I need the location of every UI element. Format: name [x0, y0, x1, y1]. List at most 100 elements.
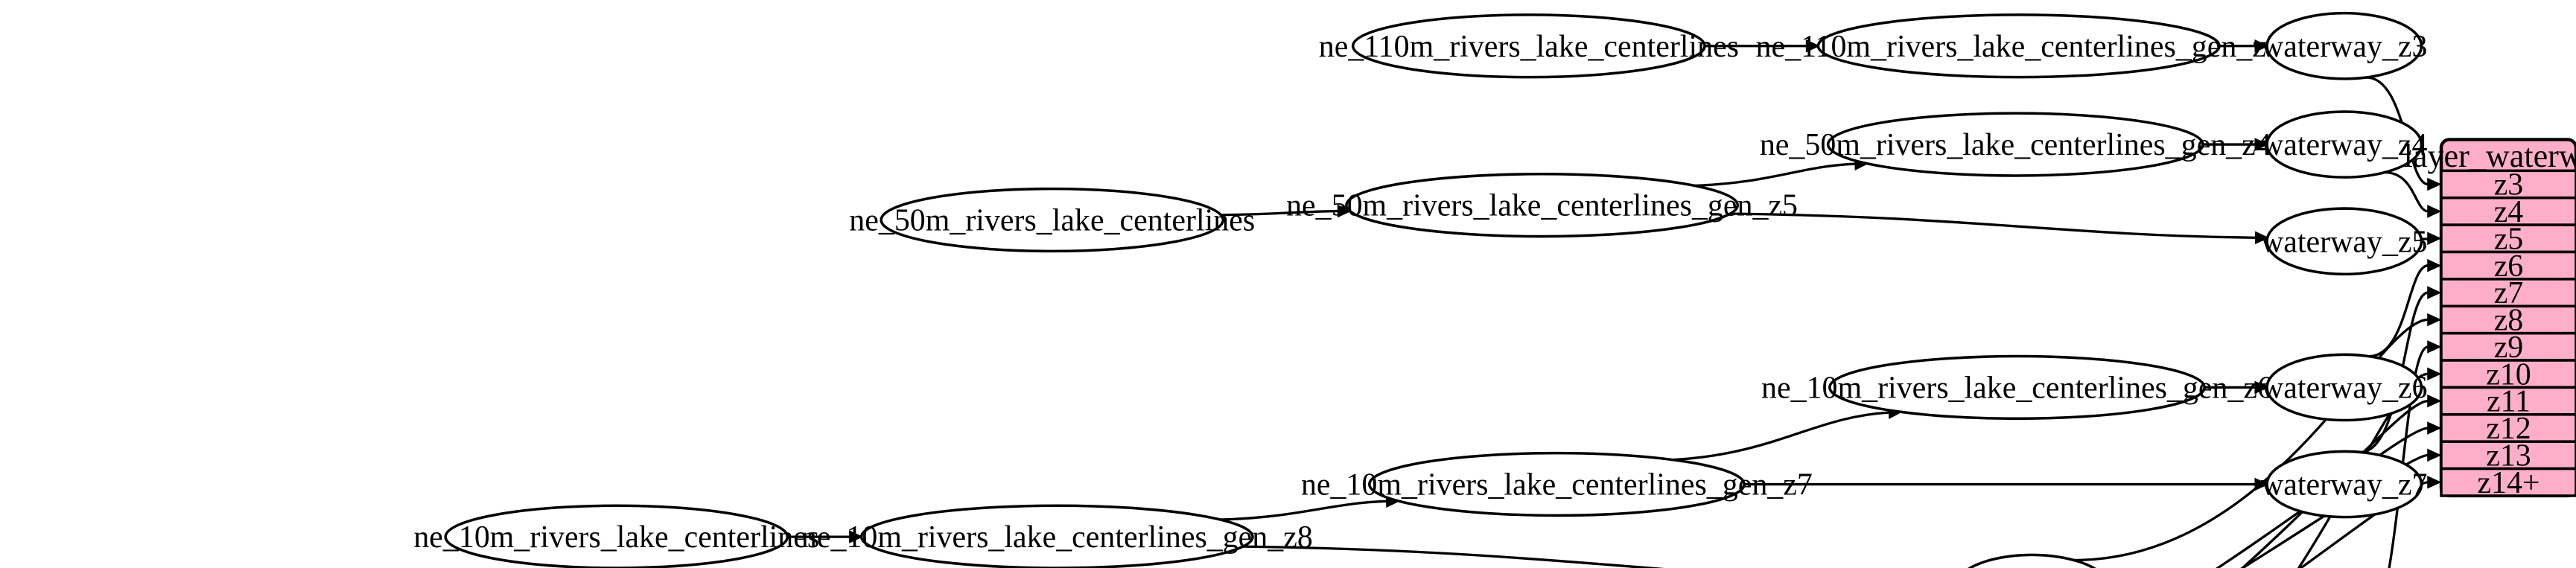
edge-ne_10m_rivers_lake_centerlines_gen_z7-to-ne_10m_rivers_lake_centerlines_gen_z6 — [1673, 406, 1904, 462]
table-cell-label-z5: z5 — [2494, 222, 2524, 256]
table-cell-label-z12: z12 — [2486, 412, 2531, 446]
table-row-z3[interactable] — [2440, 169, 2576, 200]
node-ne_10m_rivers_lake_centerlines_gen_z7[interactable]: ne_10m_rivers_lake_centerlines_gen_z7 — [1301, 451, 1813, 517]
edge-arrowhead — [2427, 421, 2442, 435]
table-row-z12[interactable] — [2440, 413, 2576, 443]
node-shape-ellipse[interactable] — [1955, 553, 2109, 568]
table-row-z10[interactable] — [2440, 359, 2576, 389]
node-label: ne_50m_rivers_lake_centerlines_gen_z4 — [1760, 128, 2271, 162]
edge-waterway_z11-to-layer_waterway_z11 — [2240, 394, 2442, 568]
node-label: ne_50m_rivers_lake_centerlines_gen_z5 — [1286, 189, 1798, 223]
node-ne_110m_rivers_lake_centerlines[interactable]: ne_110m_rivers_lake_centerlines — [1319, 13, 1739, 79]
node-shape-ellipse[interactable] — [2265, 353, 2423, 422]
edge-arrowhead — [2254, 380, 2269, 395]
table-cell-label-z14plus: z14+ — [2477, 466, 2540, 500]
node-shape-ellipse[interactable] — [1345, 172, 1739, 238]
edge-path — [1673, 411, 1890, 462]
table-cell-label-z7: z7 — [2494, 276, 2524, 310]
edge-arrowhead — [2254, 39, 2269, 53]
node-label: waterway_z4 — [2261, 128, 2428, 162]
edge-arrowhead — [849, 530, 864, 543]
node-shape-ellipse[interactable] — [2265, 450, 2423, 519]
node-shape-ellipse[interactable] — [444, 504, 789, 568]
node-shape-ellipse[interactable] — [1368, 451, 1746, 517]
table-cell-label-z11: z11 — [2487, 385, 2531, 419]
edge-ne_110m_rivers_lake_centerlines_gen_z3-to-waterway_z3 — [2219, 39, 2269, 53]
table-row-z13[interactable] — [2440, 440, 2576, 470]
edge-ne_10m_rivers_lake_centerlines_gen_z6-to-waterway_z6 — [2204, 380, 2269, 395]
node-shape-ellipse[interactable] — [1828, 354, 2206, 421]
edge-arrowhead — [2427, 258, 2442, 272]
edge-arrowhead — [2427, 448, 2442, 462]
node-label: waterway_z6 — [2261, 371, 2428, 406]
node-shape-ellipse[interactable] — [859, 504, 1254, 568]
node-shape-ellipse[interactable] — [2265, 207, 2423, 276]
node-waterway_z8[interactable]: waterway_z8 — [1949, 553, 2116, 568]
node-label: ne_110m_rivers_lake_centerlines_gen_z3 — [1756, 30, 2282, 64]
table-cell-label-z4: z4 — [2494, 195, 2524, 229]
table-row-z11[interactable] — [2440, 386, 2576, 416]
edge-arrowhead — [2427, 177, 2442, 191]
edge-waterway_z5-to-layer_waterway_z5 — [2421, 232, 2442, 246]
nodes-layer: imposm3osm_waterway_linestringosm_import… — [413, 11, 2428, 568]
edge-path — [1242, 545, 1665, 568]
edge-waterway_z8-to-layer_waterway_z8 — [2073, 313, 2442, 562]
node-waterway_z6[interactable]: waterway_z6 — [2261, 353, 2428, 422]
edge-waterway_z4-to-layer_waterway_z4 — [2385, 170, 2442, 218]
edge-ne_10m_rivers_lake_centerlines_gen_z8-to-waterway_z8 — [1242, 545, 1665, 568]
edge-arrowhead — [2427, 394, 2442, 408]
edge-ne_50m_rivers_lake_centerlines_gen_z5-to-ne_50m_rivers_lake_centerlines_gen_z4 — [1694, 157, 1869, 188]
edge-arrowhead — [2427, 313, 2442, 327]
edge-ne_110m_rivers_lake_centerlines-to-ne_110m_rivers_lake_centerlines_gen_z3 — [1705, 39, 1821, 53]
node-ne_50m_rivers_lake_centerlines_gen_z4[interactable]: ne_50m_rivers_lake_centerlines_gen_z4 — [1760, 112, 2271, 177]
node-waterway_z5[interactable]: waterway_z5 — [2261, 207, 2428, 276]
node-ne_50m_rivers_lake_centerlines_gen_z5[interactable]: ne_50m_rivers_lake_centerlines_gen_z5 — [1286, 172, 1798, 238]
node-shape-ellipse[interactable] — [1826, 112, 2204, 177]
table-cell-label-z8: z8 — [2494, 304, 2524, 338]
node-waterway_z4[interactable]: waterway_z4 — [2261, 110, 2428, 179]
edge-arrowhead — [2427, 476, 2442, 489]
node-ne_110m_rivers_lake_centerlines_gen_z3[interactable]: ne_110m_rivers_lake_centerlines_gen_z3 — [1756, 13, 2282, 79]
node-label: waterway_z3 — [2261, 30, 2428, 64]
edge-path — [2368, 264, 2429, 358]
node-waterway_z3[interactable]: waterway_z3 — [2261, 11, 2428, 80]
node-ne_10m_rivers_lake_centerlines_gen_z8[interactable]: ne_10m_rivers_lake_centerlines_gen_z8 — [801, 504, 1313, 568]
node-label: ne_110m_rivers_lake_centerlines — [1319, 30, 1739, 64]
edge-ne_10m_rivers_lake_centerlines_gen_z7-to-waterway_z7 — [1744, 477, 2269, 491]
edge-path — [1694, 162, 1856, 188]
edge-waterway_z14-to-layer_waterway_z14_ — [2298, 476, 2442, 568]
table-cell-label-z3: z3 — [2494, 168, 2524, 202]
table-row-z14plus[interactable] — [2440, 467, 2576, 497]
node-ne_50m_rivers_lake_centerlines[interactable]: ne_50m_rivers_lake_centerlines — [849, 187, 1255, 253]
node-waterway_z7[interactable]: waterway_z7 — [2261, 450, 2428, 519]
edge-arrowhead — [2427, 232, 2442, 246]
table-row-z7[interactable] — [2440, 278, 2576, 308]
table-cell-label-z10: z10 — [2486, 357, 2531, 392]
edge-path — [2385, 170, 2429, 213]
node-label: ne_10m_rivers_lake_centerlines_gen_z6 — [1761, 371, 2273, 406]
edge-arrowhead — [2254, 231, 2270, 245]
table-row-z8[interactable] — [2440, 304, 2576, 335]
table-header-label: layer_waterway — [2404, 138, 2576, 174]
edge-arrowhead — [2427, 286, 2442, 299]
table-row-z9[interactable] — [2440, 331, 2576, 362]
node-shape-ellipse[interactable] — [880, 187, 1225, 253]
edge-ne_50m_rivers_lake_centerlines-to-ne_50m_rivers_lake_centerlines_gen_z5 — [1221, 204, 1352, 218]
node-ne_10m_rivers_lake_centerlines_gen_z6[interactable]: ne_10m_rivers_lake_centerlines_gen_z6 — [1761, 354, 2273, 421]
edge-path — [1221, 209, 1338, 217]
node-shape-ellipse[interactable] — [2265, 110, 2423, 179]
node-label: ne_10m_rivers_lake_centerlines_gen_z7 — [1301, 468, 1813, 502]
node-shape-ellipse[interactable] — [1816, 13, 2221, 79]
edge-path — [2240, 399, 2429, 568]
edge-arrowhead — [2427, 205, 2442, 218]
node-label: waterway_z7 — [2261, 468, 2428, 502]
edge-arrowhead — [2254, 138, 2269, 151]
edge-waterway_z6-to-layer_waterway_z6 — [2368, 258, 2442, 358]
node-shape-ellipse[interactable] — [1351, 13, 1706, 79]
node-shape-ellipse[interactable] — [2265, 11, 2423, 80]
node-ne_10m_rivers_lake_centerlines[interactable]: ne_10m_rivers_lake_centerlines — [413, 504, 819, 568]
node-label: waterway_z5 — [2261, 225, 2428, 259]
node-label: ne_10m_rivers_lake_centerlines — [413, 520, 819, 555]
